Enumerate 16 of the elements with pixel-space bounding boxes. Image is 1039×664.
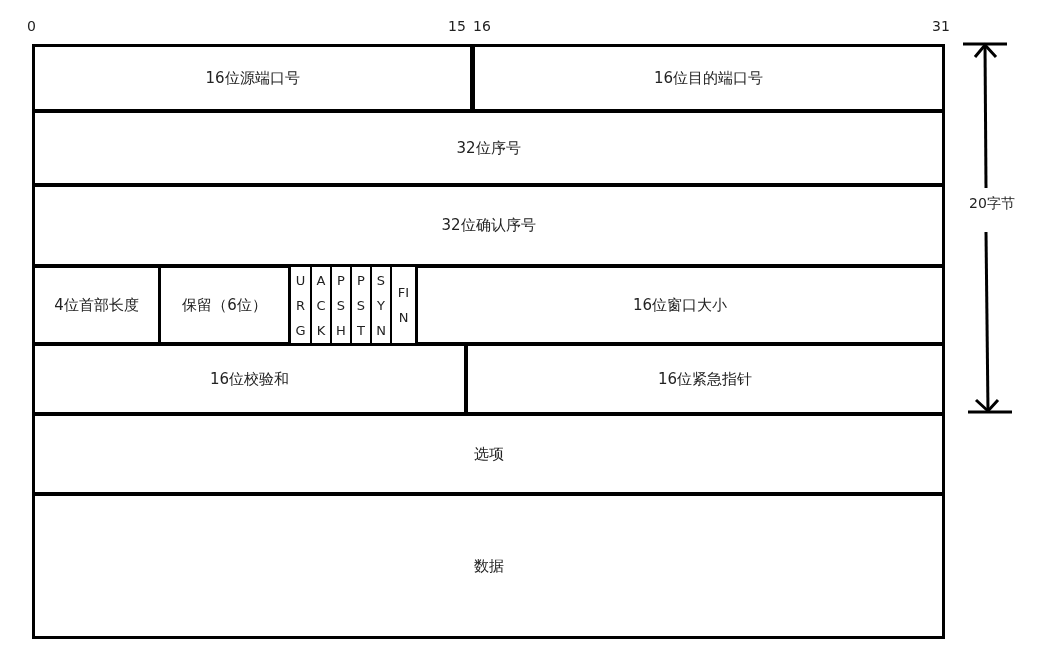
header-field: 32位序号 [32, 110, 945, 186]
header-field: 16位源端口号 [32, 44, 473, 112]
header-field: 16位目的端口号 [472, 44, 945, 112]
header-field: 16位紧急指针 [465, 343, 945, 415]
bit-number: 0 [27, 18, 36, 34]
dimension-text: 20字节 [969, 195, 1015, 213]
bit-number: 31 [932, 18, 950, 34]
bit-number: 15 [448, 18, 466, 34]
header-field: 16位校验和 [32, 343, 467, 415]
header-field: 32位确认序号 [32, 184, 945, 267]
header-field: 选项 [32, 413, 945, 495]
bit-number: 16 [473, 18, 491, 34]
header-field: 16位窗口大小 [415, 265, 945, 345]
header-field: 保留（6位） [158, 265, 291, 345]
header-field: 数据 [32, 493, 945, 639]
header-field: 4位首部长度 [32, 265, 161, 345]
